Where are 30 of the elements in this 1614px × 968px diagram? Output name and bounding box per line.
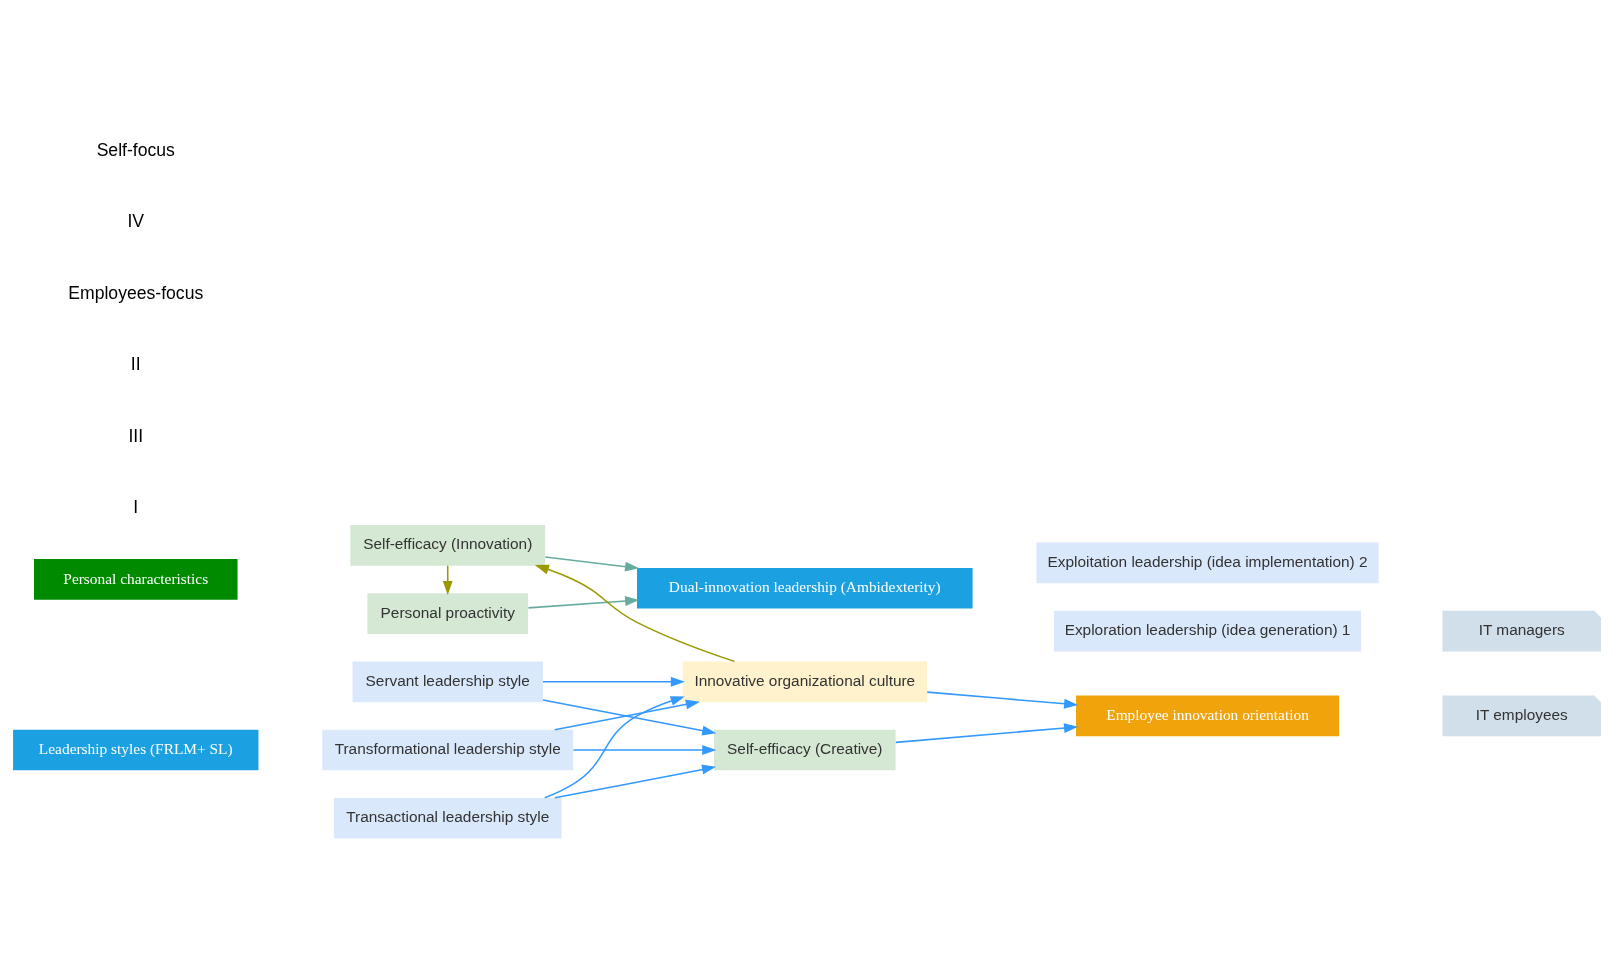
node-box: Self-efficacy (Innovation) — [350, 525, 546, 566]
node-box: Transformational leadership style — [322, 729, 574, 771]
label: II — [130, 354, 141, 375]
arrow — [895, 723, 1079, 744]
label: I — [133, 497, 139, 518]
label: III — [128, 425, 144, 446]
arrow — [527, 596, 640, 609]
label: IV — [127, 211, 145, 232]
node-box: Innovative organizational culture — [682, 661, 927, 703]
node-box: Servant leadership style — [352, 661, 543, 703]
label: Self-focus — [96, 139, 175, 160]
node-box: Leadership styles (FRLM+ SL) — [13, 729, 259, 771]
node-box: Exploration leadership (idea generation) 1 — [1054, 610, 1362, 652]
node-box: Transactional leadership style — [333, 797, 562, 839]
arrow — [544, 696, 685, 799]
node-box: Dual-innovation leadership (Ambidexterity) — [637, 567, 973, 609]
label: Employees-focus — [68, 282, 204, 303]
arrow — [534, 564, 736, 663]
arrow — [542, 699, 717, 736]
arrow — [572, 745, 717, 755]
arrow — [542, 676, 685, 687]
arrow — [926, 691, 1079, 709]
node-box: Personal proactivity — [367, 593, 529, 634]
node-box: Personal characteristics — [34, 559, 238, 600]
arrow — [544, 556, 640, 572]
node-box: Self-efficacy (Creative) — [714, 729, 896, 771]
node-box: Exploitation leadership (idea implementation) 2 — [1036, 542, 1379, 584]
arrow — [554, 699, 700, 731]
node-box: Employee innovation orientation — [1076, 695, 1340, 737]
arrow — [554, 764, 717, 799]
